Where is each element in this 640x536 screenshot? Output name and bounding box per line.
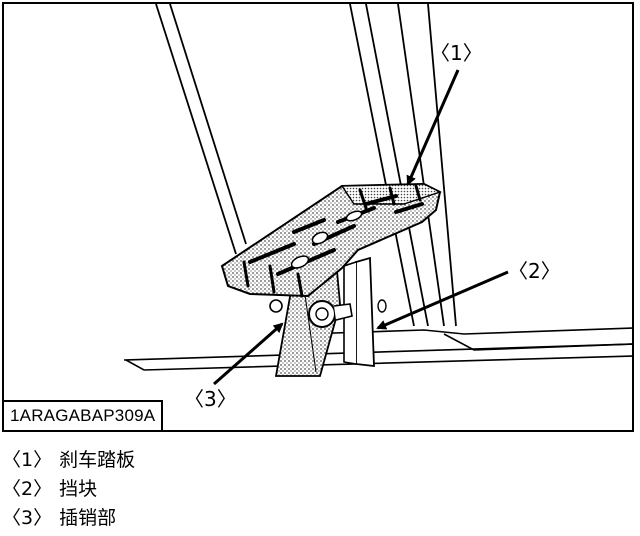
arrow-callout-2 (376, 270, 509, 330)
callout-label-3: 〈3〉 (184, 387, 237, 411)
technical-illustration: 〈1〉 〈2〉 〈3〉 1ARAGABAP309A (2, 2, 634, 432)
arrow-callout-3 (213, 322, 284, 386)
legend-item: 〈1〉 刹车踏板 (2, 446, 602, 475)
callout-label-2: 〈2〉 (508, 259, 561, 283)
legend-text: 插销部 (59, 507, 117, 529)
legend-number: 〈2〉 (2, 478, 53, 500)
arrow-callout-1 (406, 69, 460, 186)
legend-number: 〈1〉 (2, 449, 53, 471)
legend-text: 挡块 (59, 478, 98, 500)
legend-item: 〈3〉 插销部 (2, 504, 602, 533)
brake-pedal-pad (220, 182, 442, 298)
pivot-pin (269, 299, 353, 328)
floor-panel (123, 327, 632, 371)
cab-pillar (155, 4, 457, 327)
leader-arrows (213, 69, 509, 386)
brake-pedal-drawing: 〈1〉 〈2〉 〈3〉 (123, 4, 632, 411)
legend-text: 刹车踏板 (59, 449, 136, 471)
legend-item: 〈2〉 挡块 (2, 475, 602, 504)
callout-label-1: 〈1〉 (430, 41, 483, 65)
legend-number: 〈3〉 (2, 507, 53, 529)
legend: 〈1〉 刹车踏板 〈2〉 挡块 〈3〉 插销部 (2, 446, 602, 533)
figure-id-label: 1ARAGABAP309A (4, 400, 164, 430)
